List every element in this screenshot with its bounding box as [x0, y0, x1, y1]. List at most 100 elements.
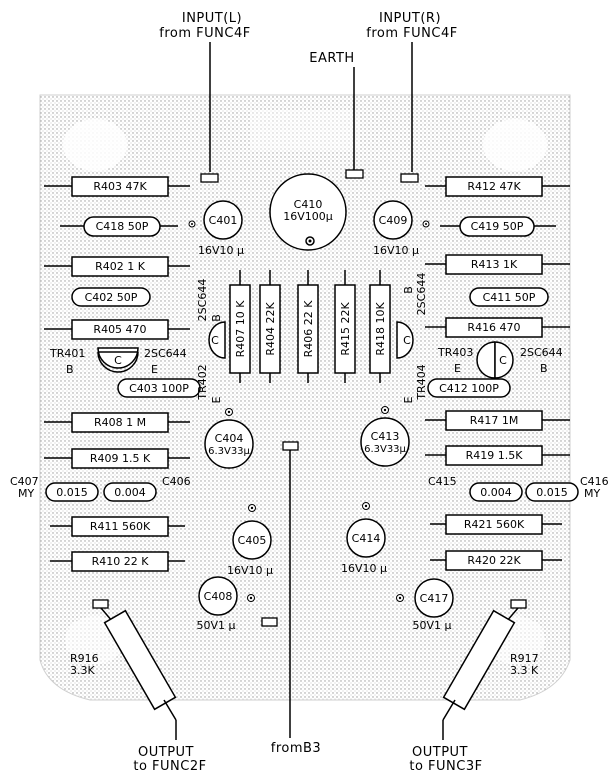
- resistor-r405: R405 470: [44, 319, 190, 340]
- capacitor-c413: C413 6.3V33µ: [360, 406, 410, 467]
- resistor-r412: R412 47K: [425, 176, 570, 197]
- resistor-r411: R411 560K: [50, 516, 185, 537]
- tr401-pin-b: B: [66, 363, 74, 376]
- capacitor-c402: C402 50P: [71, 287, 151, 307]
- c408-rating: 50V1 µ: [196, 619, 235, 632]
- resistor-r408: R408 1 M: [44, 412, 190, 433]
- transistor-tr401: TR401 C 2SC644 B E: [49, 347, 187, 376]
- r412-label: R412 47K: [467, 180, 521, 193]
- capacitor-c416: 0.015 C416 MY: [525, 475, 608, 502]
- label-input-l-line2: from FUNC4F: [159, 26, 250, 41]
- c414-rating: 16V10 µ: [341, 562, 387, 575]
- r406-label: R406 22 K: [302, 300, 315, 358]
- pad-output-right: [510, 599, 527, 609]
- tr404-pin-e: E: [402, 396, 415, 403]
- c415-label: C415: [428, 475, 457, 488]
- label-output-r-line1: OUTPUT: [412, 745, 468, 760]
- r416-label: R416 470: [467, 321, 520, 334]
- tr402-pin-c: C: [211, 334, 219, 347]
- c406-label: C406: [162, 475, 191, 488]
- tr404-name: TR404: [415, 364, 428, 400]
- capacitor-c418: C418 50P: [60, 216, 196, 237]
- c406-value: 0.004: [114, 486, 146, 499]
- capacitor-c411: C411 50P: [469, 287, 549, 307]
- from-b3-wire: [282, 441, 299, 738]
- c416-type: MY: [584, 487, 600, 500]
- resistor-r917: R917 3.3 K: [442, 607, 539, 740]
- c418-label: C418 50P: [96, 220, 149, 233]
- capacitor-c414: C414 16V10 µ: [341, 502, 387, 575]
- r917-value: 3.3 K: [510, 664, 539, 677]
- c412-label: C412 100P: [439, 382, 499, 395]
- resistor-r416: R416 470: [425, 317, 570, 338]
- tr401-pin-c: C: [114, 354, 122, 367]
- c419-label: C419 50P: [471, 220, 524, 233]
- r415-label: R415 22K: [339, 302, 352, 356]
- capacitor-c406: 0.004 C406: [103, 475, 191, 502]
- r405-label: R405 470: [93, 323, 146, 336]
- c417-rating: 50V1 µ: [412, 619, 451, 632]
- capacitor-c408: C408 50V1 µ: [196, 576, 255, 632]
- tr402-pin-b: B: [210, 314, 223, 322]
- tr403-type: 2SC644: [520, 346, 563, 359]
- input-pads: [200, 169, 419, 183]
- resistor-r409: R409 1.5 K: [44, 448, 190, 469]
- resistor-r410: R410 22 K: [50, 551, 185, 572]
- c404-label: C404: [215, 432, 244, 445]
- c413-rating: 6.3V33µ: [364, 444, 406, 455]
- tr403-pin-b: B: [540, 362, 548, 375]
- capacitor-c401: C401 16V10 µ: [198, 200, 244, 257]
- c417-label: C417: [420, 592, 449, 605]
- transistor-tr403: TR403 C 2SC644 E B: [437, 341, 563, 379]
- c410-label: C410: [294, 198, 323, 211]
- capacitor-c404: C404 6.3V33µ: [204, 408, 254, 469]
- resistor-r916: R916 3.3K: [70, 607, 177, 740]
- c401-rating: 16V10 µ: [198, 244, 244, 257]
- r409-label: R409 1.5 K: [90, 452, 151, 465]
- resistor-r402: R402 1 K: [44, 256, 190, 277]
- r411-label: R411 560K: [90, 520, 151, 533]
- capacitor-c407: C407 MY 0.015: [10, 475, 99, 502]
- tr402-pin-e: E: [210, 396, 223, 403]
- tr404-type: 2SC644: [415, 273, 428, 316]
- c416-value: 0.015: [536, 486, 568, 499]
- c409-label: C409: [379, 214, 408, 227]
- label-output-l-line1: OUTPUT: [138, 745, 194, 760]
- r407-label: R407 10 K: [234, 300, 247, 358]
- c405-label: C405: [238, 534, 267, 547]
- c411-label: C411 50P: [483, 291, 536, 304]
- tr401-label: TR401: [49, 347, 85, 360]
- resistor-r420: R420 22K: [430, 550, 562, 571]
- c416-label: C416: [580, 475, 608, 488]
- c410-rating: 16V100µ: [283, 210, 333, 223]
- transistor-tr404: C 2SC644 B TR404 E: [396, 273, 428, 403]
- c413-label: C413: [371, 430, 400, 443]
- capacitor-c409: C409 16V10 µ: [373, 200, 419, 257]
- capacitor-c412: C412 100P: [427, 378, 511, 398]
- capacitor-c417: C417 50V1 µ: [396, 578, 454, 632]
- tr401-type: 2SC644: [144, 347, 187, 360]
- c401-label: C401: [209, 214, 238, 227]
- resistor-r403: R403 47K: [44, 176, 190, 197]
- capacitor-c405: C405 16V10 µ: [227, 504, 273, 577]
- tr404-pin-c: C: [403, 334, 411, 347]
- c407-value: 0.015: [56, 486, 88, 499]
- resistor-r421: R421 560K: [430, 514, 562, 535]
- r413-label: R413 1K: [471, 258, 518, 271]
- tr403-label: TR403: [437, 346, 473, 359]
- tr403-pin-c: C: [499, 354, 507, 367]
- label-output-l-line2: to FUNC2F: [133, 759, 206, 774]
- c404-rating: 6.3V33µ: [208, 446, 250, 457]
- label-from-b3: fromB3: [271, 741, 321, 756]
- c409-rating: 16V10 µ: [373, 244, 419, 257]
- c405-rating: 16V10 µ: [227, 564, 273, 577]
- r420-label: R420 22K: [467, 554, 521, 567]
- resistor-r417: R417 1M: [425, 410, 570, 431]
- r916-label: R916: [70, 652, 99, 665]
- capacitor-c410: C410 16V100µ: [269, 173, 347, 251]
- capacitor-c403: C403 100P: [117, 378, 201, 398]
- capacitor-c415: C415 0.004: [428, 475, 523, 502]
- resistor-r413: R413 1K: [425, 254, 570, 275]
- board-background: [39, 94, 571, 701]
